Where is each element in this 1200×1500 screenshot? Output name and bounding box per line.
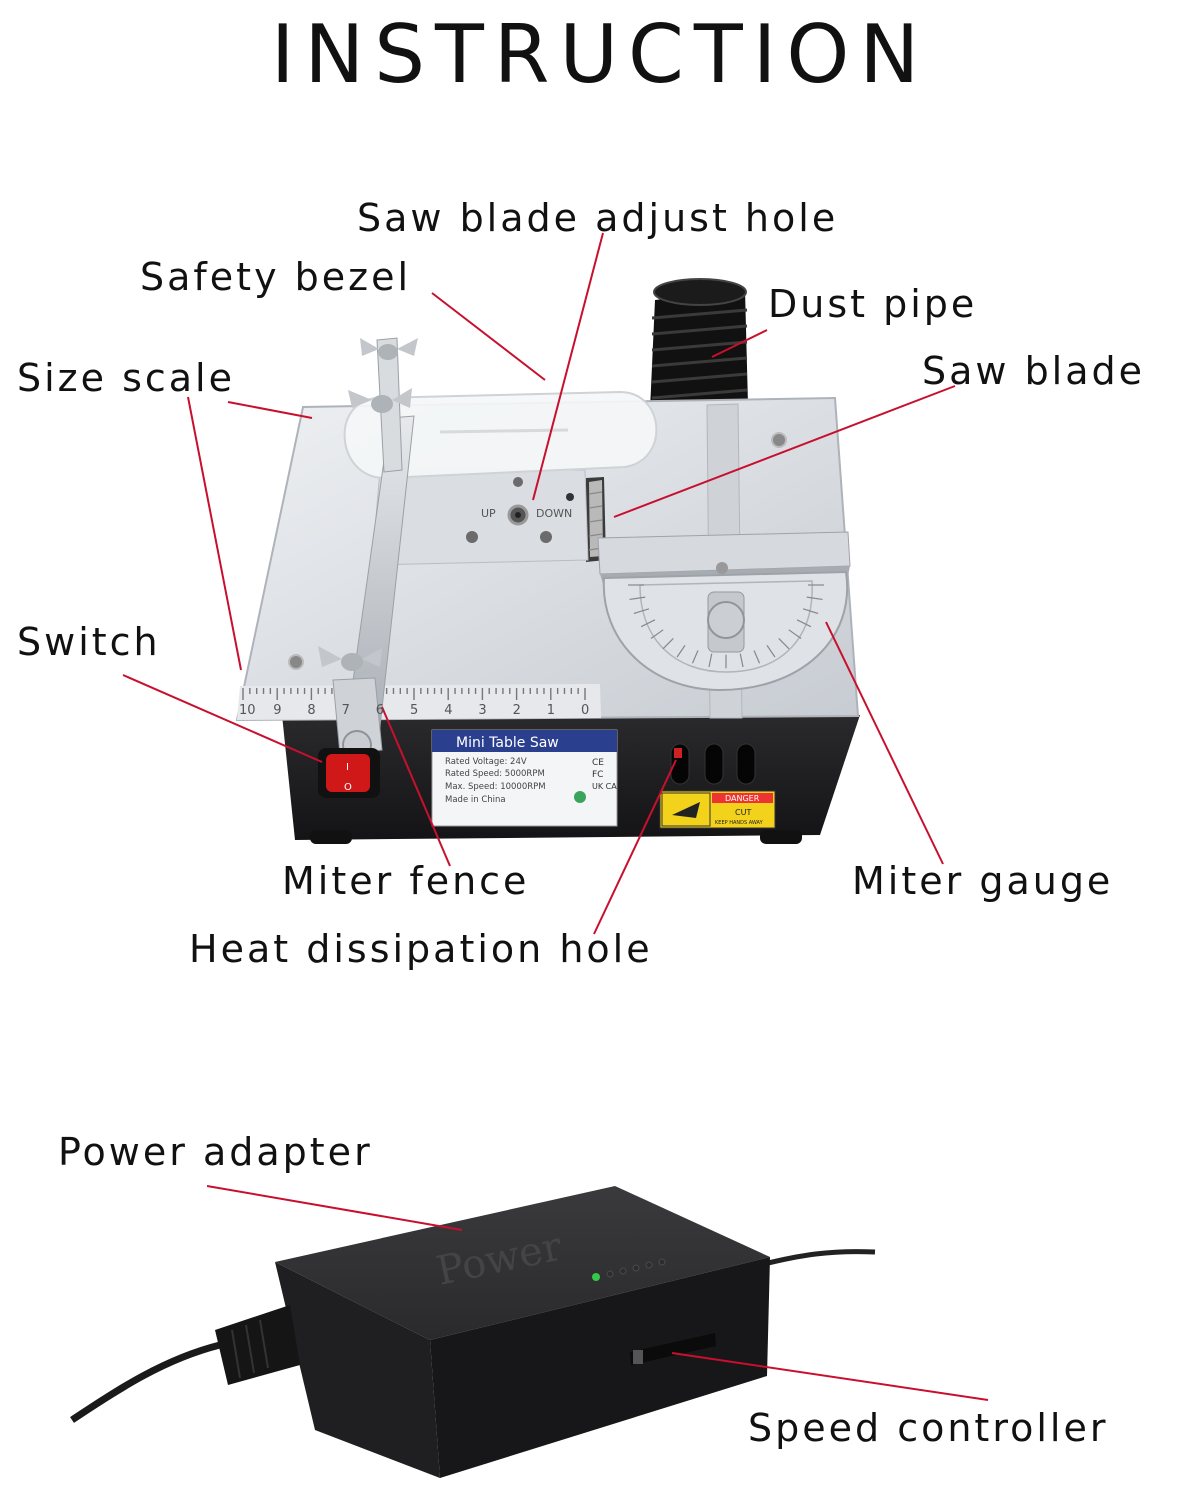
- rated-speed: Rated Speed: 5000RPM: [445, 769, 545, 779]
- power-adapter: Power: [215, 1186, 770, 1478]
- keep-hands-text: KEEP HANDS AWAY: [715, 820, 764, 826]
- wing-nut: [348, 388, 412, 413]
- leader-speed-controller: [671, 1352, 989, 1401]
- safety-bezel: [343, 390, 658, 480]
- ukca-mark: UK CA: [592, 782, 617, 791]
- leader-size-scale: [227, 401, 313, 419]
- label-miter-gauge: Miter gauge: [852, 859, 1114, 903]
- protractor-tick: [739, 653, 744, 668]
- leader-dust-pipe: [711, 329, 768, 358]
- plate-screw: [513, 477, 523, 487]
- protractor-tick: [662, 637, 674, 650]
- foot-left: [310, 830, 352, 844]
- table-screw: [288, 654, 304, 670]
- protractor-tick: [640, 619, 656, 628]
- protractor-tick: [788, 629, 802, 640]
- leader-safety-bezel: [431, 292, 546, 381]
- up-mark: UP: [481, 507, 496, 520]
- scale-number: 7: [342, 703, 350, 718]
- cut-text: CUT: [735, 808, 751, 817]
- protractor-tick: [806, 596, 823, 601]
- ce-mark: CE: [592, 758, 604, 768]
- leader-saw-blade: [613, 385, 956, 518]
- table-saw-illustration: UP DOWN: [122, 232, 956, 935]
- scale-number: 9: [273, 703, 281, 718]
- protractor-tick: [708, 653, 713, 668]
- scale-number: 6: [376, 703, 384, 718]
- status-leds: [592, 1258, 666, 1281]
- leader-heat-dissipation-hole: [593, 759, 677, 935]
- label-miter-fence: Miter fence: [282, 859, 530, 903]
- leader-lines: [122, 232, 956, 935]
- protractor-tick: [676, 645, 686, 658]
- protractor-tick: [629, 596, 646, 601]
- table-screw: [771, 432, 787, 448]
- scale-number: 5: [410, 703, 418, 718]
- label-switch: Switch: [17, 620, 161, 664]
- product-name: Mini Table Saw: [456, 735, 559, 751]
- product-nameplate: Mini Table Saw Rated Voltage: 24V Rated …: [431, 729, 618, 827]
- max-speed: Max. Speed: 10000RPM: [445, 782, 546, 792]
- recycle-icon: [574, 791, 586, 803]
- foot-right: [760, 830, 802, 844]
- fc-mark: FC: [592, 770, 603, 780]
- protractor-tick: [691, 650, 699, 664]
- miter-knob: [707, 601, 745, 639]
- ac-plug: [215, 1305, 300, 1385]
- scale-number: 0: [581, 703, 589, 718]
- made-in: Made in China: [445, 795, 506, 805]
- wing-nut: [318, 646, 382, 671]
- leader-switch: [122, 674, 323, 763]
- label-safety-bezel: Safety bezel: [140, 255, 412, 299]
- switch-on-mark: I: [346, 762, 349, 773]
- plate-screw: [466, 531, 478, 543]
- protractor-tick: [796, 619, 812, 628]
- scale-number: 10: [239, 703, 256, 718]
- miter-gauge: [602, 562, 849, 692]
- speed-controller: [630, 1333, 716, 1365]
- leader-miter-gauge: [825, 621, 944, 865]
- switch-off-mark: O: [344, 782, 352, 793]
- scale-number: 1: [547, 703, 555, 718]
- down-mark: DOWN: [536, 507, 572, 520]
- plate-screw: [566, 493, 574, 501]
- wing-nut: [360, 338, 418, 360]
- scale-number: 2: [513, 703, 521, 718]
- leader-power-adapter: [206, 1185, 463, 1231]
- protractor-tick: [766, 645, 776, 658]
- leader-miter-fence: [381, 706, 451, 867]
- page-title: INSTRUCTION: [270, 8, 930, 101]
- scale-number: 3: [478, 703, 486, 718]
- protractor-tick: [778, 637, 790, 650]
- rated-voltage: Rated Voltage: 24V: [445, 757, 527, 767]
- heat-dissipation-holes: [670, 743, 756, 785]
- label-size-scale: Size scale: [17, 356, 235, 400]
- leader-saw-blade-adjust-hole: [532, 232, 604, 501]
- protractor-tick: [753, 650, 761, 664]
- switch: I O: [318, 748, 380, 798]
- protractor-tick: [633, 608, 650, 615]
- dust-pipe: [650, 278, 748, 410]
- scale-number: 8: [307, 703, 315, 718]
- label-dust-pipe: Dust pipe: [768, 282, 978, 326]
- miter-fence: [318, 337, 418, 760]
- label-saw-blade: Saw blade: [922, 349, 1146, 393]
- ac-cable: [70, 1341, 221, 1423]
- leader-size-scale-2: [187, 396, 242, 671]
- warning-sticker: DANGER CUT KEEP HANDS AWAY: [659, 790, 776, 829]
- plate-screw: [540, 531, 552, 543]
- label-power-adapter: Power adapter: [58, 1130, 373, 1174]
- label-heat-dissipation-hole: Heat dissipation hole: [189, 927, 653, 971]
- protractor-tick: [802, 608, 819, 615]
- label-saw-blade-adjust-hole: Saw blade adjust hole: [357, 196, 839, 240]
- power-adapter-illustration: Power: [70, 1185, 989, 1478]
- dc-cable: [759, 1249, 876, 1268]
- protractor-tick: [650, 629, 664, 640]
- scale-number: 4: [444, 703, 452, 718]
- label-speed-controller: Speed controller: [748, 1406, 1109, 1450]
- danger-text: DANGER: [725, 794, 760, 803]
